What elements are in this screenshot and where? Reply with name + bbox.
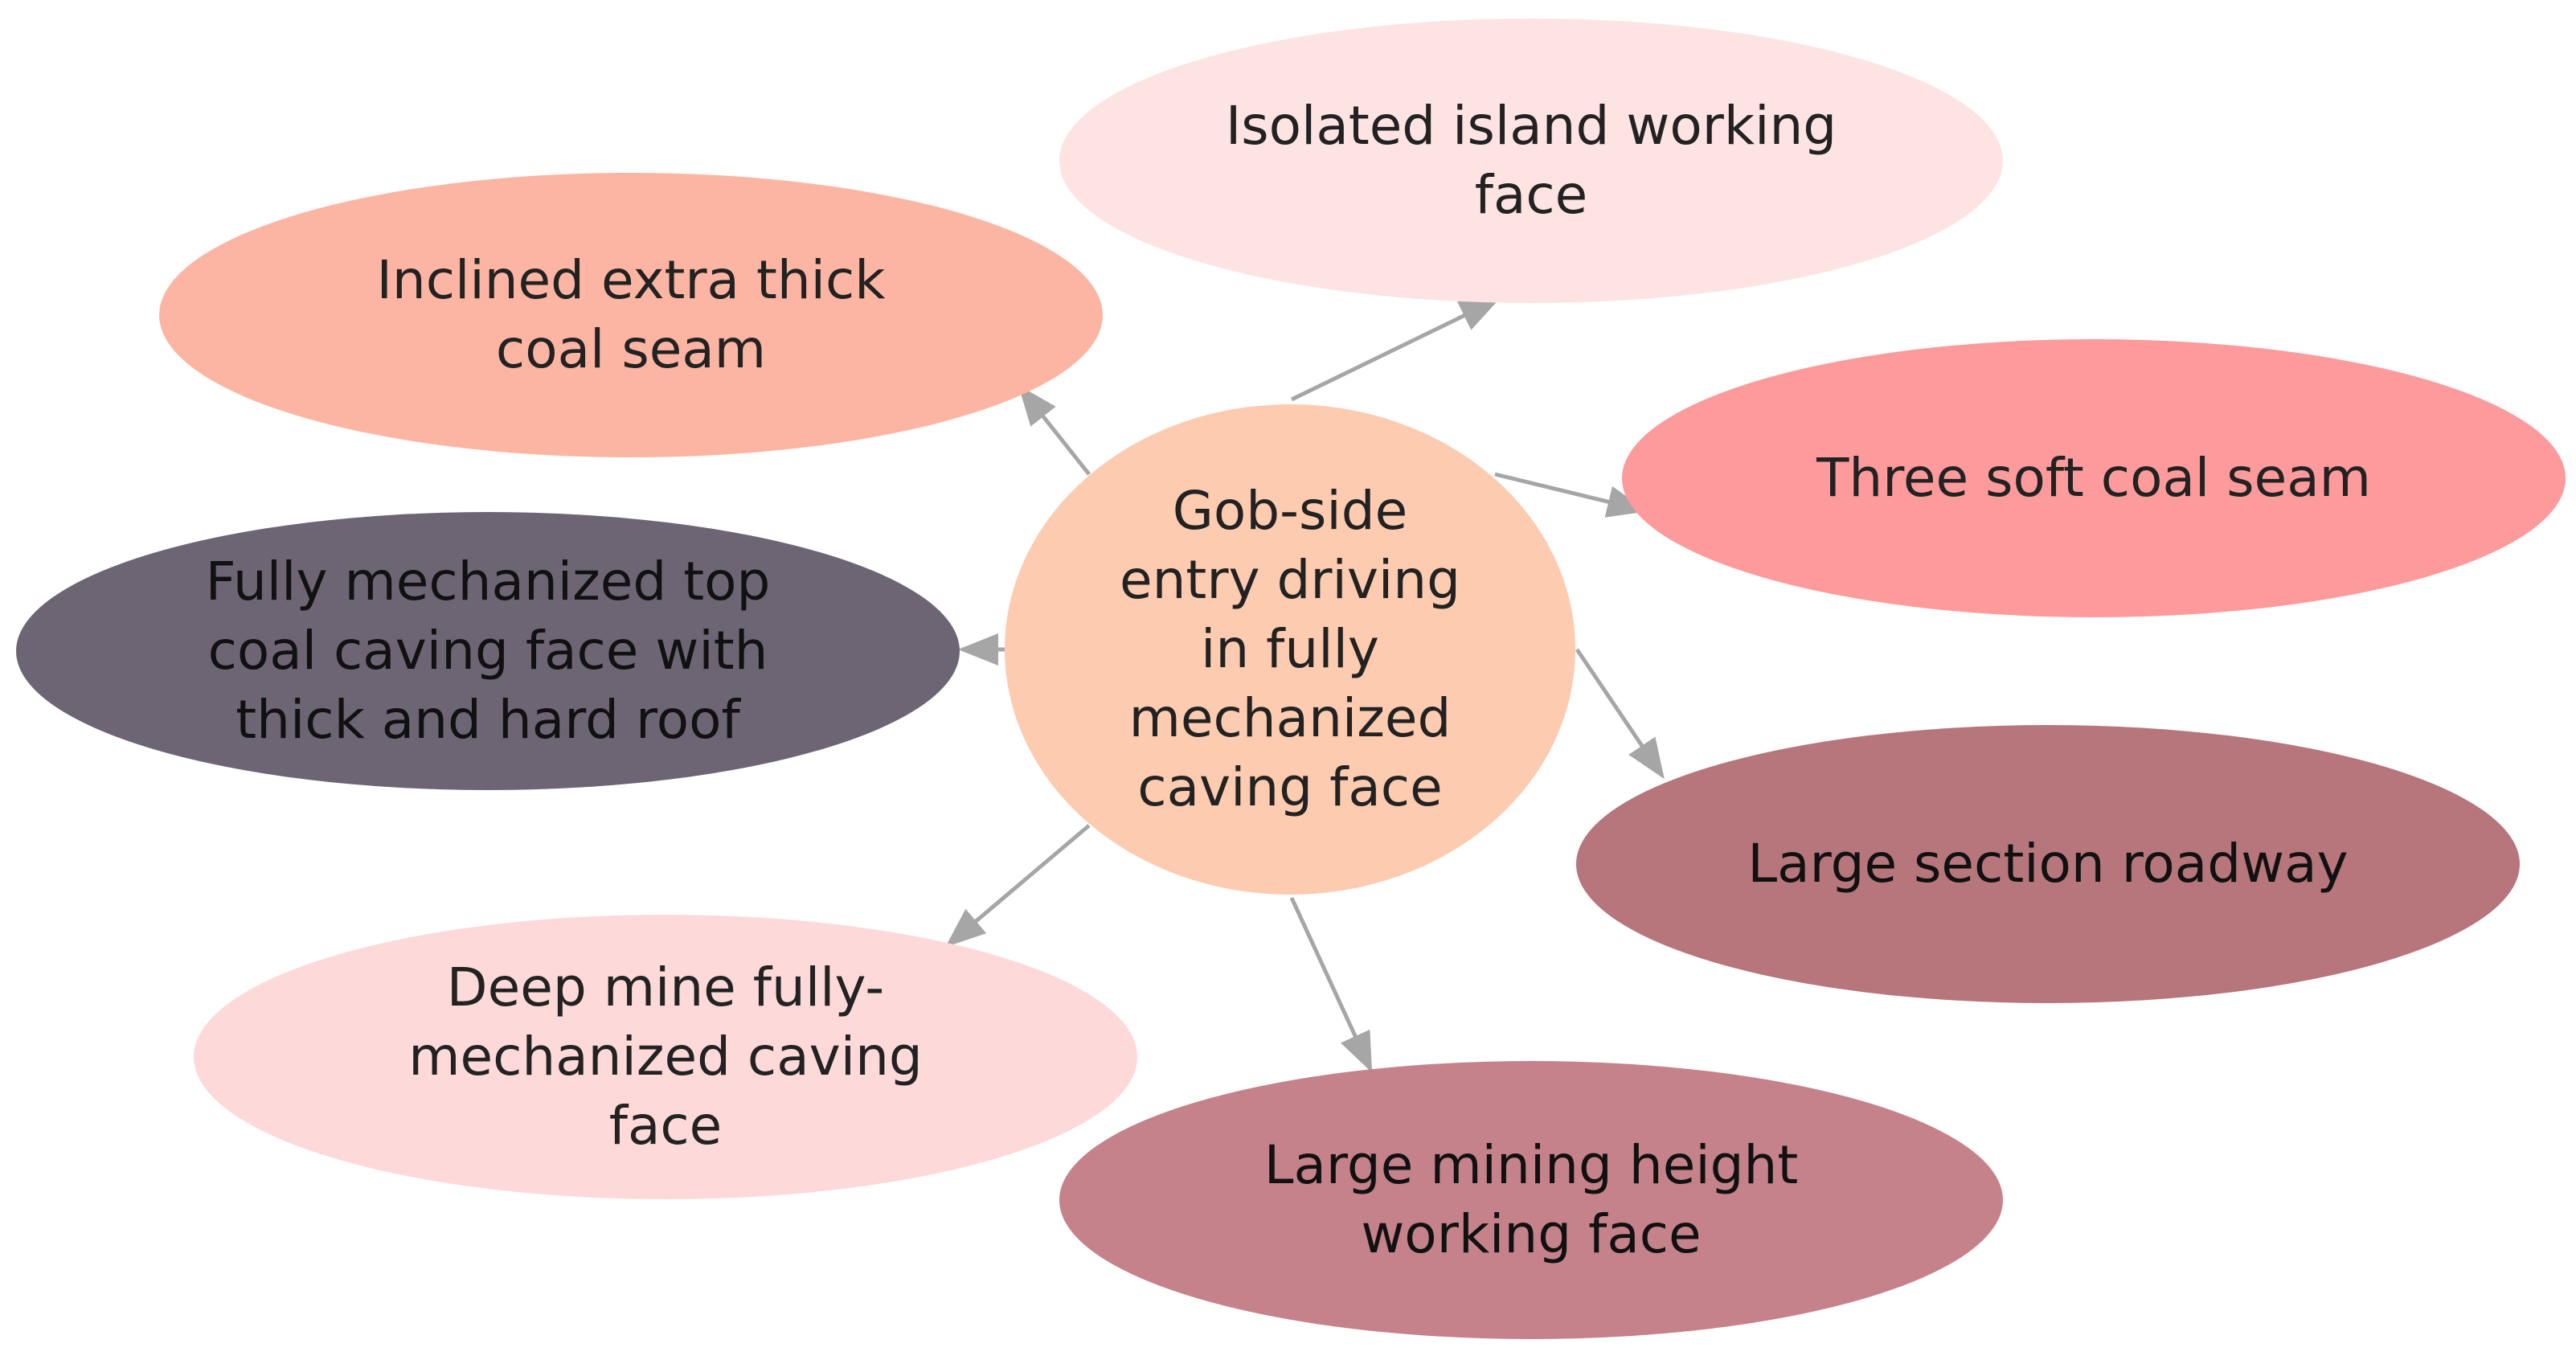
- central-node-label-line: caving face: [1137, 756, 1442, 818]
- node-large-section-label-line: Large section roadway: [1747, 833, 2348, 895]
- node-three-soft-label-line: Three soft coal seam: [1816, 447, 2371, 509]
- node-thick-hard-roof-label-line: coal caving face with: [208, 620, 768, 682]
- central-node-label-line: Gob-side: [1173, 480, 1407, 542]
- node-inclined-extra-thick-label-line: coal seam: [496, 318, 766, 380]
- node-large-mining-height: Large mining height working face: [1059, 1061, 2003, 1339]
- node-inclined-extra-thick: Inclined extra thick coal seam: [159, 173, 1103, 457]
- arrow-to-isolated-island: [1290, 297, 1501, 402]
- node-three-soft: Three soft coal seam: [1622, 339, 2566, 617]
- central-node-label-line: mechanized: [1129, 687, 1452, 749]
- node-deep-mine: Deep mine fully-mechanized caving face: [194, 915, 1137, 1199]
- node-deep-mine-label-line: face: [609, 1095, 723, 1157]
- node-large-section-shape: [1576, 725, 2520, 1003]
- node-thick-hard-roof: Fully mechanized top coal caving face wit…: [16, 512, 960, 790]
- node-isolated-island: Isolated island working face: [1059, 18, 2003, 303]
- central-node-shape: [1005, 404, 1575, 895]
- node-three-soft-shape: [1622, 339, 2566, 617]
- node-thick-hard-roof-shape: [16, 512, 960, 790]
- node-deep-mine-shape: [194, 915, 1137, 1199]
- node-large-mining-height-shape: [1059, 1061, 2003, 1339]
- node-inclined-extra-thick-label-line: Inclined extra thick: [376, 249, 886, 311]
- arrow-to-inclined-extra-thick: [1018, 385, 1091, 476]
- node-large-mining-height-label-line: working face: [1361, 1203, 1701, 1265]
- central-node-label-line: entry driving: [1120, 549, 1460, 611]
- node-isolated-island-label-line: Isolated island working: [1226, 95, 1837, 157]
- arrow-to-large-mining-height: [1289, 896, 1373, 1073]
- node-isolated-island-label-line: face: [1475, 164, 1588, 226]
- node-large-section: Large section roadway: [1576, 725, 2520, 1003]
- node-thick-hard-roof-label-line: thick and hard roof: [235, 689, 741, 751]
- node-isolated-island-shape: [1059, 18, 2003, 303]
- arrow-to-deep-mine: [945, 824, 1091, 948]
- node-thick-hard-roof-label-line: Fully mechanized top: [206, 551, 771, 612]
- central-node: Gob-side entry driving in fully mechanized c…: [1005, 404, 1575, 895]
- connector-arrows: [945, 297, 1665, 1073]
- node-deep-mine-label-line: Deep mine fully-: [447, 957, 884, 1018]
- node-deep-mine-label-line: mechanized caving: [408, 1026, 923, 1088]
- node-inclined-extra-thick-shape: [159, 173, 1103, 457]
- arrow-to-large-section: [1575, 648, 1665, 780]
- arrow-to-three-soft: [1494, 472, 1648, 518]
- node-large-mining-height-label-line: Large mining height: [1264, 1134, 1799, 1196]
- central-node-label-line: in fully: [1201, 618, 1379, 680]
